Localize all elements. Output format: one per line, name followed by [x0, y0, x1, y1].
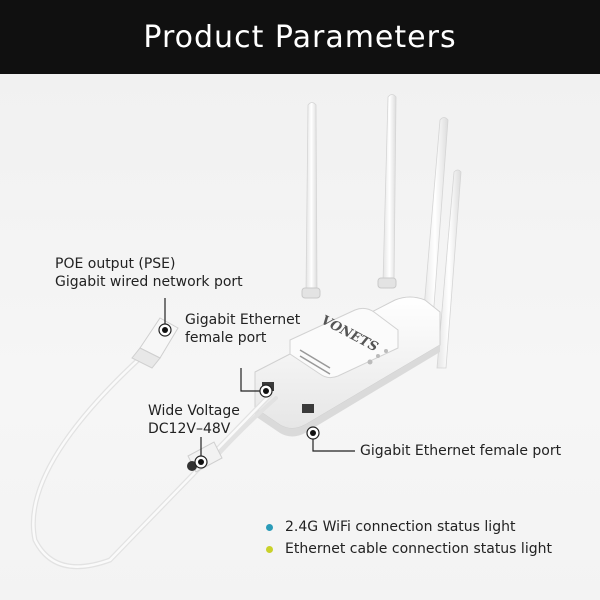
lan-port-right	[302, 404, 314, 413]
cyan-dot-icon	[266, 523, 273, 531]
page-title: Product Parameters	[143, 19, 457, 55]
antenna-group	[301, 94, 462, 369]
yellow-dot-icon	[266, 545, 273, 553]
poe-cable	[30, 357, 278, 570]
rj45-plug	[131, 317, 179, 369]
callout-wide-voltage: Wide Voltage DC12V–48V	[148, 403, 240, 437]
callout-poe-output: POE output (PSE) Gigabit wired network p…	[55, 256, 243, 290]
callout-gigabit-female-top: Gigabit Ethernet female port	[185, 312, 301, 346]
legend-item-ethernet: Ethernet cable connection status light	[264, 538, 552, 560]
callout-lines	[164, 298, 355, 458]
callout-markers	[158, 323, 320, 469]
header-banner: Product Parameters	[0, 0, 600, 74]
status-light-legend: 2.4G WiFi connection status light Ethern…	[264, 516, 552, 560]
callout-gigabit-female-right: Gigabit Ethernet female port	[360, 443, 562, 459]
legend-item-wifi: 2.4G WiFi connection status light	[264, 516, 552, 538]
